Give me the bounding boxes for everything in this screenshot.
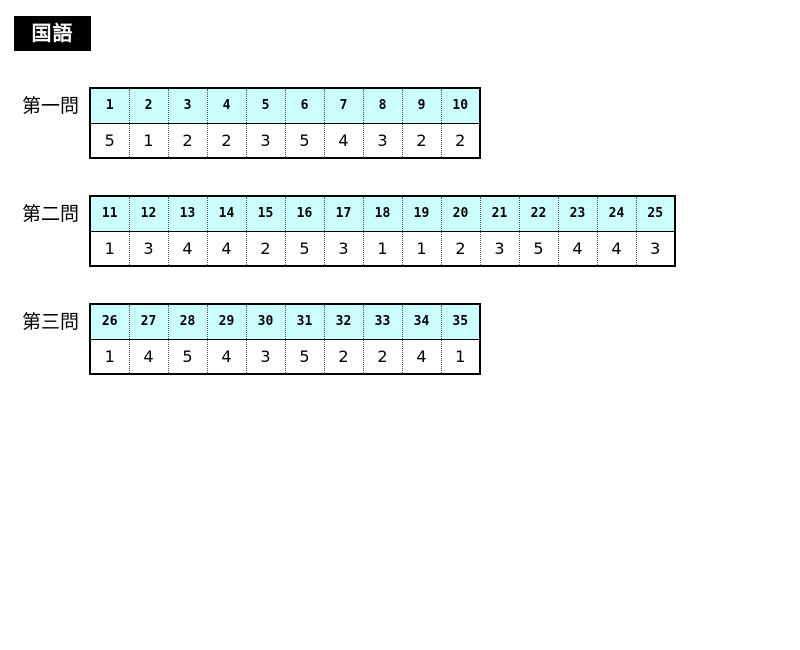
answer-cell: 2 bbox=[362, 339, 402, 374]
answer-cell: 3 bbox=[479, 231, 519, 266]
question-number: 30 bbox=[245, 304, 285, 340]
question-number: 32 bbox=[323, 304, 363, 340]
answer-cell: 5 bbox=[284, 231, 324, 266]
question-number: 8 bbox=[362, 88, 402, 124]
answer-cell: 4 bbox=[206, 231, 246, 266]
answer-cell: 1 bbox=[90, 339, 129, 374]
answer-cell: 4 bbox=[323, 123, 363, 158]
question-number: 34 bbox=[401, 304, 441, 340]
question-number: 12 bbox=[128, 196, 168, 232]
question-number: 14 bbox=[206, 196, 246, 232]
answer-cell: 5 bbox=[284, 339, 324, 374]
answer-table: 11 12 13 14 15 16 17 18 19 20 21 22 23 2… bbox=[89, 195, 676, 267]
answer-row: 1 4 5 4 3 5 2 2 4 1 bbox=[90, 339, 480, 374]
question-number: 6 bbox=[284, 88, 324, 124]
answer-cell: 2 bbox=[323, 339, 363, 374]
section-label: 第三問 bbox=[22, 311, 80, 333]
question-number: 3 bbox=[167, 88, 207, 124]
question-number: 22 bbox=[518, 196, 558, 232]
question-number: 20 bbox=[440, 196, 480, 232]
section-label: 第一問 bbox=[22, 95, 80, 117]
question-number: 4 bbox=[206, 88, 246, 124]
answer-cell: 1 bbox=[128, 123, 168, 158]
answer-cell: 1 bbox=[362, 231, 402, 266]
question-number: 31 bbox=[284, 304, 324, 340]
question-number: 13 bbox=[167, 196, 207, 232]
question-number: 5 bbox=[245, 88, 285, 124]
answer-cell: 1 bbox=[401, 231, 441, 266]
question-number: 9 bbox=[401, 88, 441, 124]
question-number: 35 bbox=[440, 304, 480, 340]
question-number: 1 bbox=[90, 88, 129, 124]
question-number: 25 bbox=[635, 196, 675, 232]
answer-cell: 4 bbox=[401, 339, 441, 374]
answer-cell: 4 bbox=[206, 339, 246, 374]
answer-cell: 3 bbox=[635, 231, 675, 266]
question-number: 7 bbox=[323, 88, 363, 124]
answer-cell: 5 bbox=[90, 123, 129, 158]
answer-cell: 2 bbox=[167, 123, 207, 158]
answer-table: 26 27 28 29 30 31 32 33 34 35 1 4 5 4 3 … bbox=[89, 303, 481, 375]
answer-cell: 4 bbox=[557, 231, 597, 266]
question-number: 28 bbox=[167, 304, 207, 340]
answer-cell: 1 bbox=[440, 339, 480, 374]
question-number: 33 bbox=[362, 304, 402, 340]
answer-cell: 4 bbox=[167, 231, 207, 266]
answer-cell: 2 bbox=[206, 123, 246, 158]
question-number: 26 bbox=[90, 304, 129, 340]
answer-cell: 3 bbox=[245, 339, 285, 374]
answer-cell: 2 bbox=[440, 231, 480, 266]
answer-cell: 5 bbox=[167, 339, 207, 374]
question-number: 29 bbox=[206, 304, 246, 340]
question-number: 11 bbox=[90, 196, 129, 232]
answer-cell: 2 bbox=[401, 123, 441, 158]
answer-cell: 5 bbox=[284, 123, 324, 158]
answer-cell: 2 bbox=[440, 123, 480, 158]
answer-cell: 1 bbox=[90, 231, 129, 266]
question-number-row: 11 12 13 14 15 16 17 18 19 20 21 22 23 2… bbox=[90, 196, 675, 232]
answer-cell: 3 bbox=[128, 231, 168, 266]
answer-cell: 3 bbox=[323, 231, 363, 266]
question-number: 17 bbox=[323, 196, 363, 232]
answer-cell: 4 bbox=[596, 231, 636, 266]
answer-cell: 5 bbox=[518, 231, 558, 266]
question-number: 18 bbox=[362, 196, 402, 232]
question-number: 16 bbox=[284, 196, 324, 232]
question-number: 2 bbox=[128, 88, 168, 124]
question-number: 21 bbox=[479, 196, 519, 232]
question-number: 24 bbox=[596, 196, 636, 232]
section-label: 第二問 bbox=[22, 203, 80, 225]
answer-row: 5 1 2 2 3 5 4 3 2 2 bbox=[90, 123, 480, 158]
question-number: 15 bbox=[245, 196, 285, 232]
answer-cell: 3 bbox=[245, 123, 285, 158]
question-number: 23 bbox=[557, 196, 597, 232]
page-title: 国語 bbox=[14, 16, 91, 51]
answer-row: 1 3 4 4 2 5 3 1 1 2 3 5 4 4 3 bbox=[90, 231, 675, 266]
answer-cell: 2 bbox=[245, 231, 285, 266]
question-number-row: 1 2 3 4 5 6 7 8 9 10 bbox=[90, 88, 480, 124]
question-number: 27 bbox=[128, 304, 168, 340]
answer-cell: 4 bbox=[128, 339, 168, 374]
question-number: 10 bbox=[440, 88, 480, 124]
answer-table: 1 2 3 4 5 6 7 8 9 10 5 1 2 2 3 5 4 3 2 2 bbox=[89, 87, 481, 159]
answer-cell: 3 bbox=[362, 123, 402, 158]
question-number-row: 26 27 28 29 30 31 32 33 34 35 bbox=[90, 304, 480, 340]
question-number: 19 bbox=[401, 196, 441, 232]
